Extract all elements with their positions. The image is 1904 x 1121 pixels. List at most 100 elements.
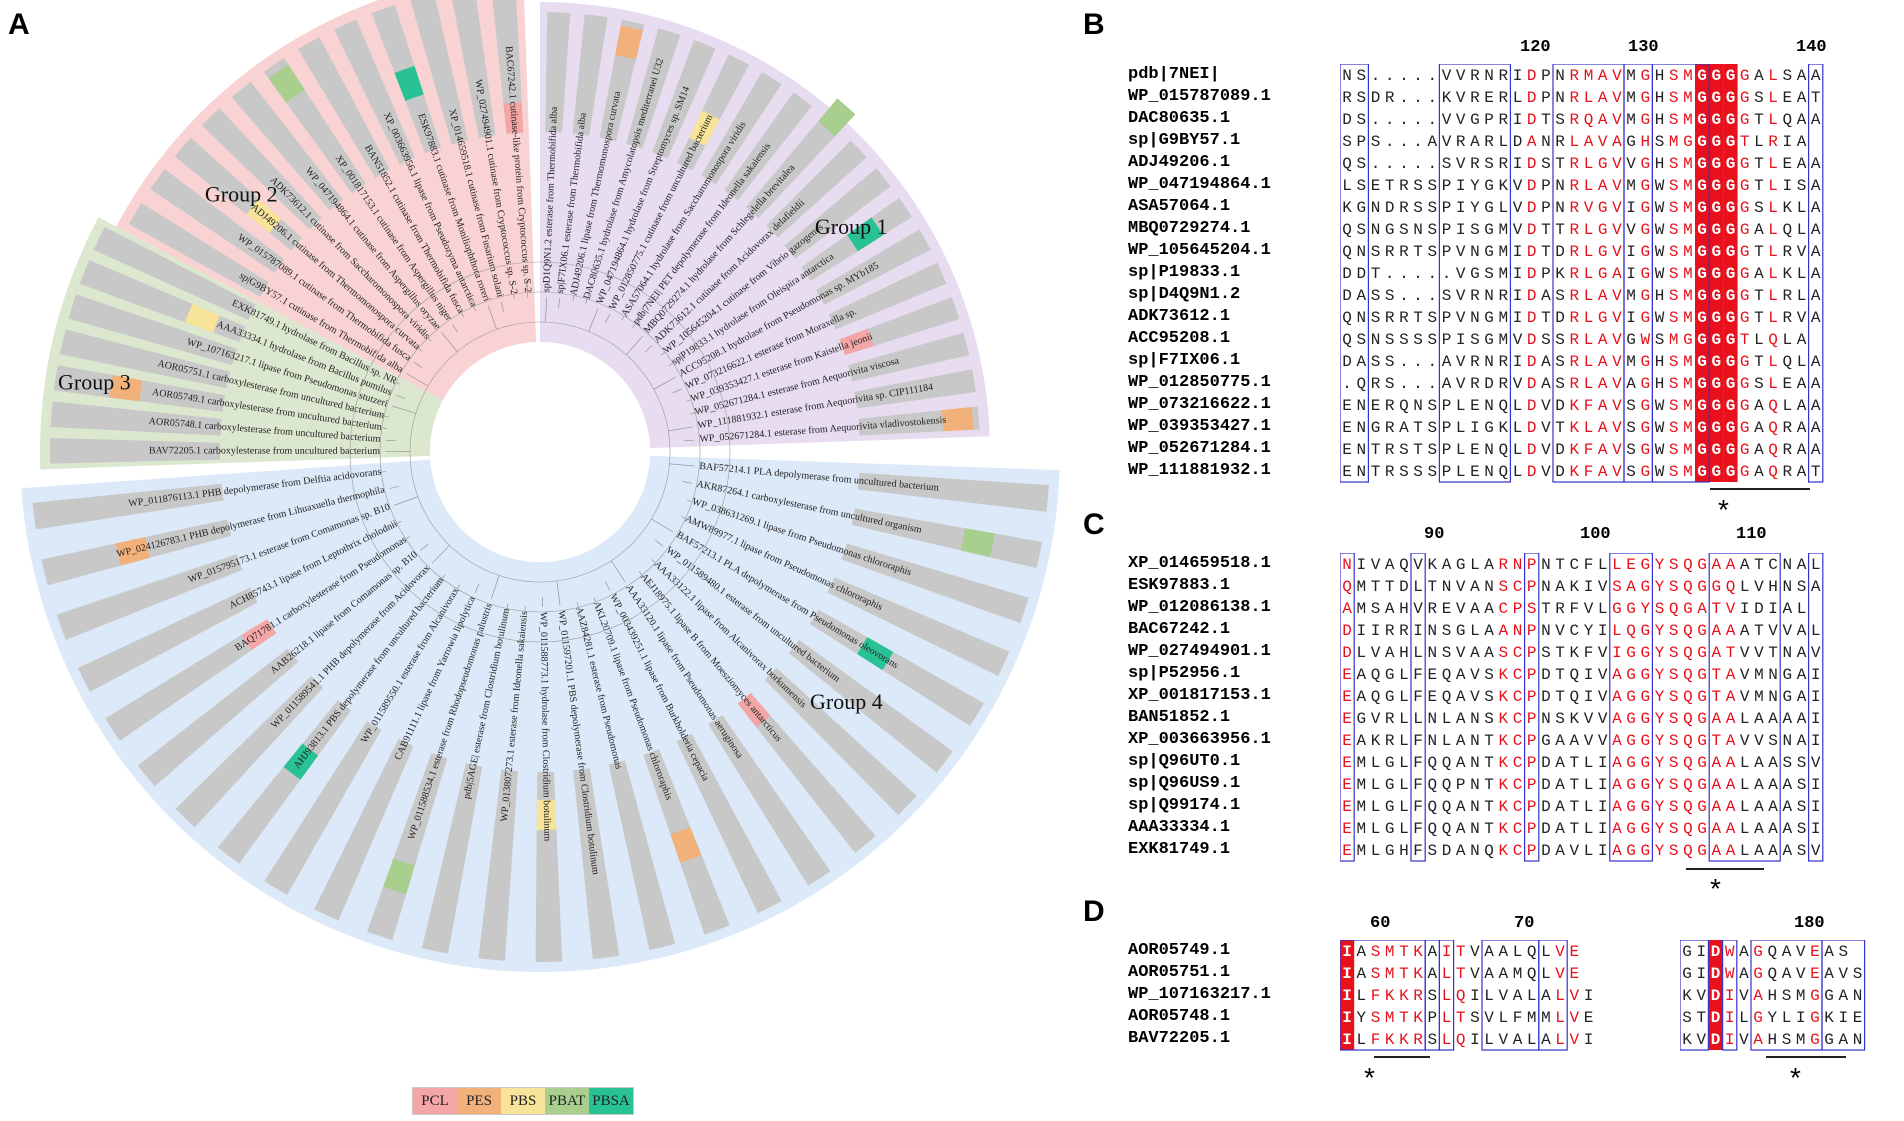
residue: R <box>1569 243 1579 261</box>
residue: P <box>1442 441 1452 459</box>
residue: . <box>1399 375 1409 393</box>
residue: S <box>1399 463 1409 481</box>
residue: A <box>1612 265 1622 283</box>
sequence-name: ADK73612.1 <box>1128 307 1231 326</box>
residue: V <box>1555 965 1565 983</box>
residue: I <box>1598 820 1608 838</box>
residue: A <box>1711 842 1721 860</box>
residue: E <box>1782 155 1792 173</box>
sequence-name: WP_047194864.1 <box>1128 175 1271 194</box>
tree-branch <box>451 324 459 333</box>
residue: S <box>1427 331 1437 349</box>
residue: M <box>1683 155 1693 173</box>
residue: L <box>1456 441 1466 459</box>
residue: V <box>1456 243 1466 261</box>
residue: G <box>1626 754 1636 772</box>
residue: A <box>1427 965 1437 983</box>
residue: E <box>1626 556 1636 574</box>
residue: S <box>1470 221 1480 239</box>
residue: G <box>1697 622 1707 640</box>
alignment-d-tick-60: 60 <box>1370 914 1391 933</box>
residue: N <box>1541 578 1551 596</box>
residue: Y <box>1655 556 1665 574</box>
residue: L <box>1740 798 1750 816</box>
residue: A <box>1555 798 1565 816</box>
residue: V <box>1456 600 1466 618</box>
residue: A <box>1612 688 1622 706</box>
residue: A <box>1584 133 1594 151</box>
tree-leaf-bar <box>572 14 608 136</box>
tree-substrate-tag <box>283 743 319 780</box>
residue: S <box>1413 463 1423 481</box>
residue: S <box>1413 177 1423 195</box>
residue: H <box>1655 111 1665 129</box>
residue: S <box>1413 199 1423 217</box>
residue: . <box>1385 265 1395 283</box>
legend-item-pcl: PCL <box>413 1088 457 1114</box>
residue: I <box>1811 820 1821 838</box>
residue: M <box>1683 419 1693 437</box>
residue: D <box>1399 578 1409 596</box>
residue: L <box>1484 987 1494 1005</box>
residue: P <box>1442 331 1452 349</box>
residue: P <box>1527 710 1537 728</box>
legend: PCL PES PBS PBAT PBSA <box>412 1087 634 1115</box>
residue: E <box>1342 419 1352 437</box>
residue: D <box>1527 243 1537 261</box>
residue: I <box>1811 688 1821 706</box>
tree-leaf-bar <box>816 229 931 305</box>
tree-leaf-bar <box>764 667 917 816</box>
residue: F <box>1413 842 1423 860</box>
residue: S <box>1356 155 1366 173</box>
tree-branch <box>668 426 693 432</box>
residue: M <box>1385 965 1395 983</box>
residue: Y <box>1655 578 1665 596</box>
alignment-c-star: * <box>1710 873 1721 904</box>
residue: I <box>1626 265 1636 283</box>
residue: D <box>1555 463 1565 481</box>
residue: Q <box>1427 798 1437 816</box>
tree-group-sector <box>40 217 443 470</box>
residue: S <box>1754 199 1764 217</box>
residue: I <box>1456 221 1466 239</box>
residue: A <box>1711 622 1721 640</box>
residue: P <box>1442 243 1452 261</box>
residue: M <box>1754 688 1764 706</box>
residue: S <box>1669 556 1679 574</box>
residue: T <box>1541 309 1551 327</box>
residue: A <box>1541 1031 1551 1049</box>
residue: L <box>1584 287 1594 305</box>
residue: R <box>1498 89 1508 107</box>
residue: N <box>1470 842 1480 860</box>
residue: D <box>1527 375 1537 393</box>
residue: A <box>1612 710 1622 728</box>
residue: A <box>1726 798 1736 816</box>
residue: S <box>1838 943 1848 961</box>
residue: S <box>1442 622 1452 640</box>
residue: E <box>1342 441 1352 459</box>
residue: F <box>1413 776 1423 794</box>
residue: Y <box>1655 732 1665 750</box>
residue: G <box>1697 331 1707 349</box>
residue: Q <box>1683 776 1693 794</box>
residue: Q <box>1683 578 1693 596</box>
residue: I <box>1782 177 1792 195</box>
residue: A <box>1754 776 1764 794</box>
similarity-box <box>1680 940 1709 1051</box>
residue: G <box>1711 177 1721 195</box>
residue: D <box>1342 111 1352 129</box>
residue: P <box>1484 111 1494 129</box>
tree-branch <box>651 518 674 533</box>
residue: K <box>1385 987 1395 1005</box>
residue: A <box>1598 89 1608 107</box>
residue: S <box>1669 688 1679 706</box>
residue: A <box>1768 710 1778 728</box>
residue: N <box>1470 732 1480 750</box>
residue: V <box>1768 622 1778 640</box>
tree-leaf-bar <box>297 37 390 178</box>
residue: M <box>1683 221 1693 239</box>
residue: L <box>1797 265 1807 283</box>
residue: R <box>1498 111 1508 129</box>
residue: N <box>1427 622 1437 640</box>
residue: T <box>1754 111 1764 129</box>
